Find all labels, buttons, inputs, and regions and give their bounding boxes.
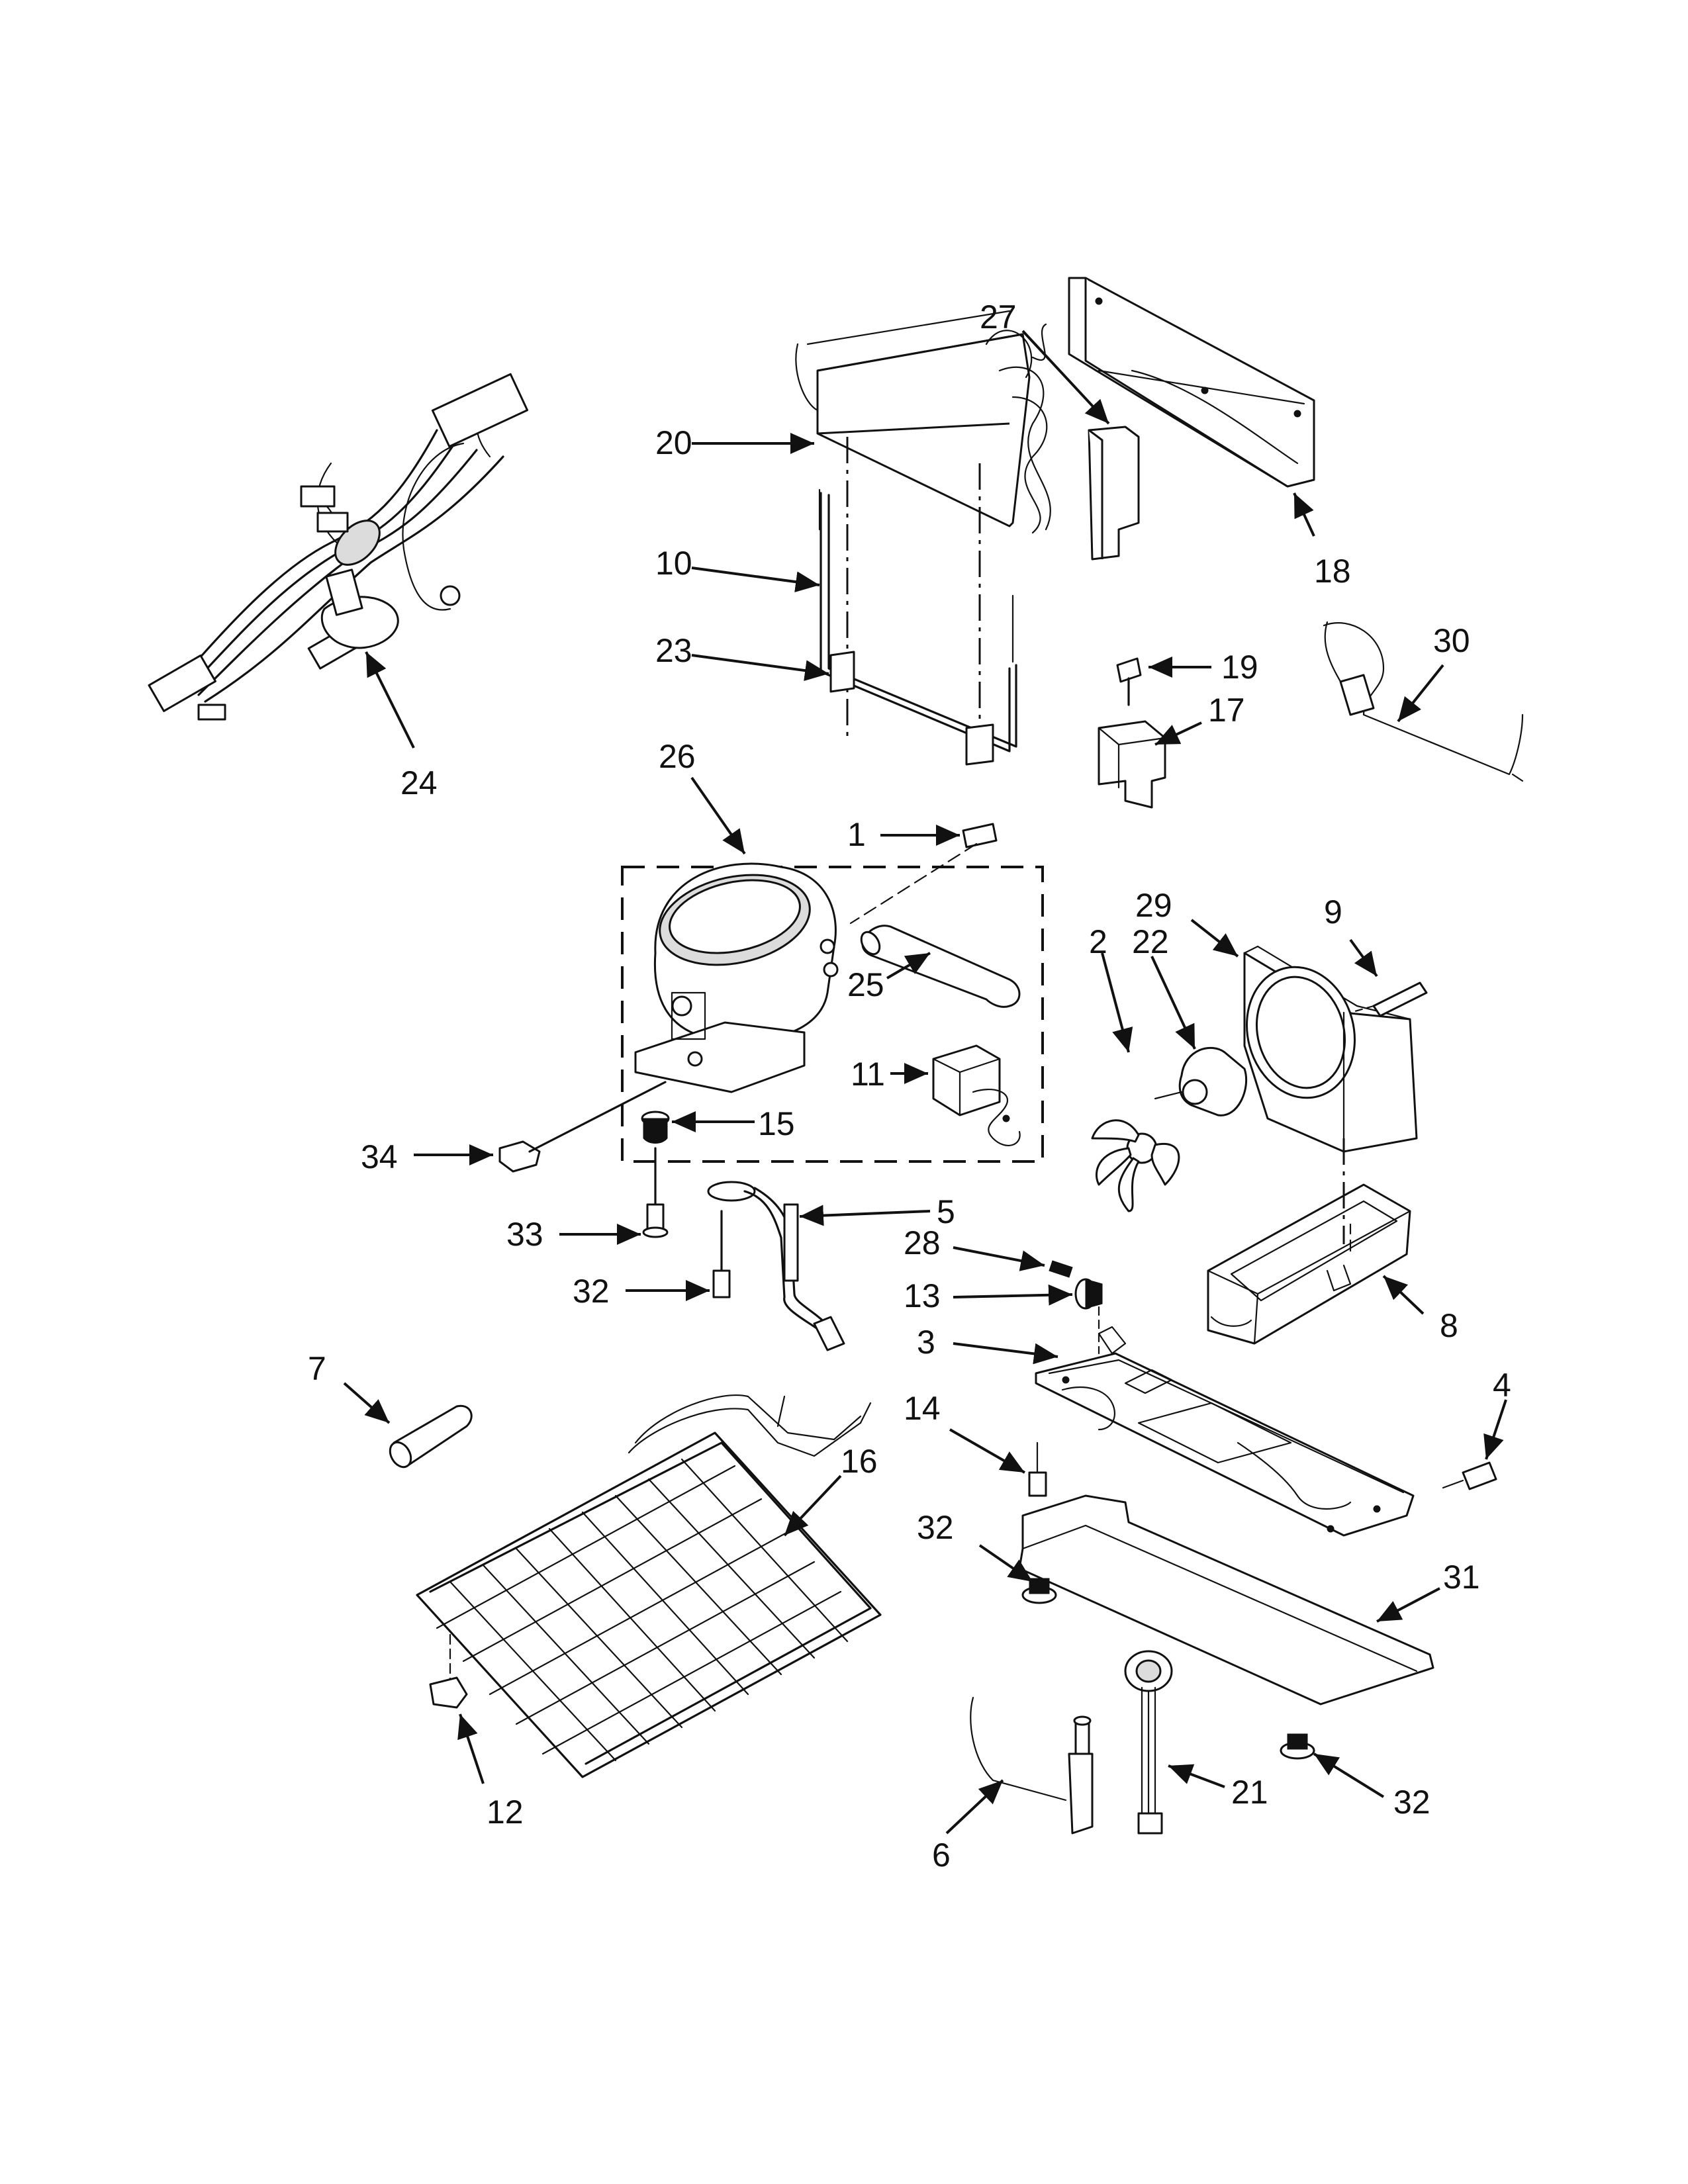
callout-25: 25 bbox=[847, 966, 884, 1003]
callout-6: 6 bbox=[932, 1837, 951, 1874]
screw-part-14 bbox=[1028, 1441, 1047, 1497]
bracket-part-23 bbox=[829, 651, 994, 766]
callout-20: 20 bbox=[655, 424, 692, 461]
fan-blade-part-2 bbox=[1091, 1119, 1180, 1212]
callout-17: 17 bbox=[1208, 692, 1245, 729]
fan-shroud-part-29 bbox=[1243, 945, 1418, 1153]
callout-11: 11 bbox=[851, 1056, 885, 1093]
clip-part-35 bbox=[498, 1081, 667, 1173]
callout-8: 8 bbox=[1440, 1307, 1458, 1344]
base-plate-part-3 bbox=[1035, 1326, 1415, 1537]
callout-28: 28 bbox=[904, 1224, 941, 1261]
foot-part-32-right bbox=[1280, 1733, 1315, 1760]
capillary-tube-part-30 bbox=[1323, 621, 1524, 782]
callout-32a: 32 bbox=[917, 1509, 954, 1546]
callout-16: 16 bbox=[841, 1443, 878, 1480]
callout-4: 4 bbox=[1493, 1367, 1511, 1404]
callout-14: 14 bbox=[904, 1390, 941, 1427]
condenser-part-16 bbox=[416, 1394, 882, 1778]
callout-9: 9 bbox=[1324, 893, 1342, 931]
bolt-part-34 bbox=[642, 1147, 669, 1238]
drain-pan-part-8 bbox=[1207, 1183, 1411, 1345]
fan-motor-part-22 bbox=[1154, 1046, 1248, 1116]
sensor-part-6 bbox=[970, 1696, 1094, 1835]
wire-harness-part-24 bbox=[148, 373, 529, 721]
callout-22: 22 bbox=[1132, 923, 1169, 960]
callout-18: 18 bbox=[1314, 553, 1351, 590]
screw-part-4 bbox=[1442, 1461, 1497, 1490]
compressor-kit-boundary bbox=[621, 866, 1044, 1163]
callout-12: 12 bbox=[487, 1794, 524, 1831]
condenser-coil-part-20 bbox=[795, 310, 1051, 534]
spacer-part-28 bbox=[1049, 1260, 1073, 1278]
callout-31: 31 bbox=[1443, 1559, 1480, 1596]
screw-part-9 bbox=[1349, 981, 1428, 1017]
callout-35: 34 bbox=[361, 1138, 398, 1175]
bracket-part-17 bbox=[1098, 720, 1166, 809]
callout-1: 1 bbox=[847, 816, 866, 853]
suction-tube-part-5 bbox=[707, 1181, 845, 1351]
callout-23: 23 bbox=[655, 632, 692, 669]
callout-21: 21 bbox=[1231, 1774, 1268, 1811]
grommet-part-13 bbox=[1074, 1278, 1103, 1310]
callout-30: 30 bbox=[1433, 622, 1470, 659]
clip-part-12 bbox=[429, 1633, 468, 1709]
callout-13: 13 bbox=[904, 1277, 941, 1314]
callout-26: 26 bbox=[659, 738, 696, 775]
callout-32b: 32 bbox=[1393, 1784, 1430, 1821]
callout-29: 29 bbox=[1135, 887, 1172, 924]
clip-part-27 bbox=[1088, 426, 1140, 561]
callout-34: 33 bbox=[506, 1216, 543, 1253]
callout-5: 5 bbox=[937, 1193, 955, 1230]
callout-24: 24 bbox=[400, 764, 438, 801]
cover-part-18 bbox=[1068, 277, 1315, 488]
callout-27: 27 bbox=[980, 298, 1017, 336]
bolt-part-1 bbox=[849, 823, 998, 925]
screw-part-19 bbox=[1116, 657, 1142, 706]
insulation-pad-part-31 bbox=[1018, 1494, 1434, 1706]
callout-10: 10 bbox=[655, 545, 692, 582]
tube-part-7 bbox=[389, 1404, 473, 1469]
screw-part-33 bbox=[712, 1210, 731, 1298]
heater-rod-part-10 bbox=[818, 488, 1017, 752]
grommet-part-15 bbox=[641, 1111, 670, 1144]
compressor-part-26 bbox=[634, 862, 839, 1093]
callout-15: 15 bbox=[758, 1105, 795, 1142]
relay-part-11 bbox=[932, 1044, 1021, 1146]
callout-3: 3 bbox=[917, 1324, 935, 1361]
callout-19: 19 bbox=[1221, 649, 1258, 686]
drier-part-25 bbox=[860, 925, 1021, 1008]
callout-7: 7 bbox=[308, 1350, 326, 1387]
callout-2: 2 bbox=[1089, 923, 1107, 960]
callout-33: 32 bbox=[573, 1273, 610, 1310]
foot-part-32-left bbox=[1021, 1578, 1057, 1604]
harness-part-21 bbox=[1124, 1650, 1173, 1835]
